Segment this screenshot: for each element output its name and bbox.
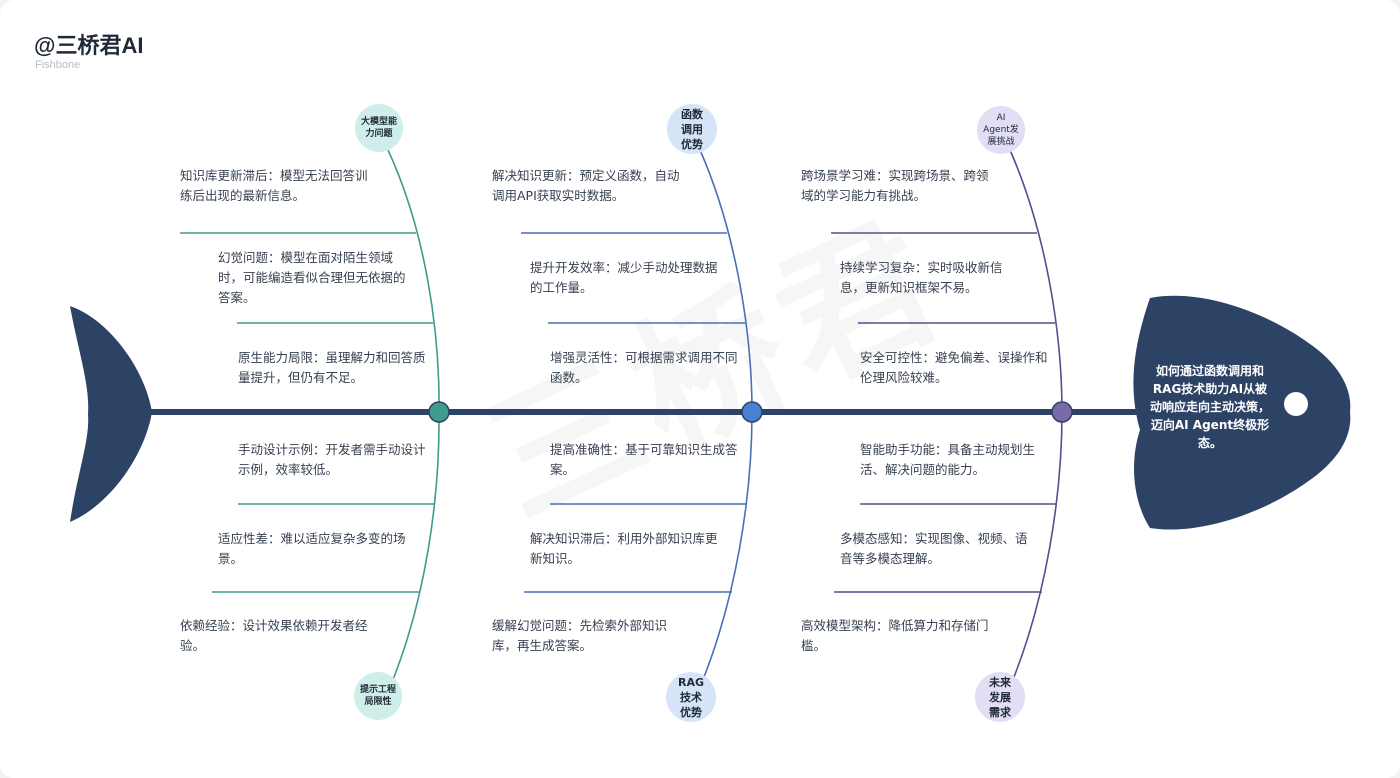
problem-statement: 如何通过函数调用和RAG技术助力AI从被动响应走向主动决策，迈向AI Agent… xyxy=(1149,364,1270,450)
joint-2 xyxy=(741,401,763,423)
cause-label: 智能助手功能：具备主动规划生活、解决问题的能力。 xyxy=(860,442,1036,477)
fish-head xyxy=(1133,295,1351,530)
bone-top-1 xyxy=(387,149,440,413)
category-top-3: AI Agent发展挑战 xyxy=(977,106,1025,154)
cause-label: 适应性差：难以适应复杂多变的场景。 xyxy=(218,531,406,566)
cause-label: 缓解幻觉问题：先检索外部知识库，再生成答案。 xyxy=(492,618,668,653)
bone-bottom-2 xyxy=(701,411,753,683)
fish-tail xyxy=(70,306,152,522)
diagram-type-label: Fishbone xyxy=(35,59,81,71)
cause-label: 依赖经验：设计效果依赖开发者经验。 xyxy=(180,618,368,653)
cause-label: 高效模型架构：降低算力和存储门槛。 xyxy=(801,618,989,653)
ribs-3 xyxy=(831,232,1056,593)
ribs-2 xyxy=(521,232,746,593)
category-bottom-1: 提示工程局限性 xyxy=(354,672,402,720)
cause-label: 解决知识更新：预定义函数，自动调用API获取实时数据。 xyxy=(492,168,680,203)
cause-label: 原生能力局限：虽理解力和回答质量提升，但仍有不足。 xyxy=(238,350,426,385)
ribs-1 xyxy=(180,232,434,593)
brand-title: @三桥君AI xyxy=(34,33,144,58)
category-top-2: 函数调用优势 xyxy=(667,104,717,154)
cause-label: 幻觉问题：模型在面对陌生领域时，可能编造看似合理但无依据的答案。 xyxy=(218,250,406,305)
category-bottom-3: 未来发展需求 xyxy=(975,672,1025,722)
bone-top-2 xyxy=(699,149,753,413)
cause-label: 提升开发效率：减少手动处理数据的工作量。 xyxy=(530,260,718,295)
bone-bottom-3 xyxy=(1011,411,1063,683)
cause-label: 手动设计示例：开发者需手动设计示例，效率较低。 xyxy=(238,442,426,477)
category-bottom-2: RAG技术优势 xyxy=(666,672,716,722)
cause-label: 增强灵活性：可根据需求调用不同函数。 xyxy=(550,350,738,385)
cause-label: 多模态感知：实现图像、视频、语音等多模态理解。 xyxy=(840,531,1028,566)
cause-label: 知识库更新滞后：模型无法回答训练后出现的最新信息。 xyxy=(180,168,368,203)
cause-label: 提高准确性：基于可靠知识生成答案。 xyxy=(550,442,738,477)
category-top-1: 大模型能力问题 xyxy=(355,104,403,152)
fish-eye xyxy=(1284,392,1308,416)
cause-label: 解决知识滞后：利用外部知识库更新知识。 xyxy=(530,531,718,566)
joint-1 xyxy=(428,401,450,423)
bone-bottom-1 xyxy=(391,411,440,683)
cause-label: 持续学习复杂：实时吸收新信息，更新知识框架不易。 xyxy=(840,260,1003,295)
joint-3 xyxy=(1051,401,1073,423)
cause-label: 跨场景学习难：实现跨场景、跨领域的学习能力有挑战。 xyxy=(801,168,989,203)
bone-top-3 xyxy=(1009,149,1063,413)
cause-label: 安全可控性：避免偏差、误操作和伦理风险较难。 xyxy=(860,350,1048,385)
